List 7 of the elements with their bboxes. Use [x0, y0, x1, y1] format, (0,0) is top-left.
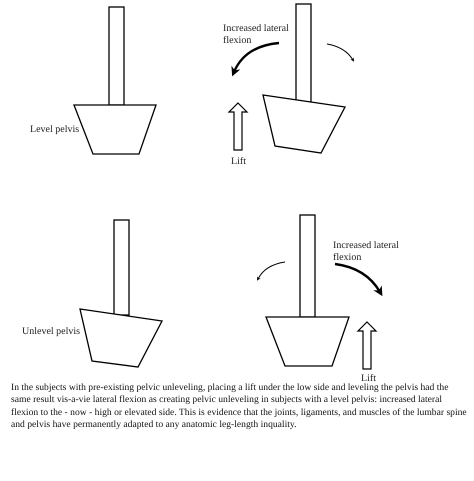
- annotation-label: Lift: [231, 156, 247, 168]
- caption-text: In the subjects with pre-existing pelvic unleveling, placing a lift under the low side and leveling the pelvis had the same result vis-a-vie lateral flexion as creating pelvic unleveling in subjects with a level pelvis: increased lateral flexion to the - now - high or elevated side. This is evidence that the joints, ligaments, and muscles of the lumbar spine and pelvis have permanently adapted to any anatomic leg-length inquality.: [11, 382, 468, 432]
- annotation-label: Level pelvis: [30, 124, 80, 136]
- annotation-label: Increased lateral flexion: [333, 240, 400, 264]
- annotation-label: Increased lateral flexion: [223, 23, 290, 47]
- annotation-label: Unlevel pelvis: [22, 326, 82, 338]
- annotation-label: Lift: [361, 373, 376, 384]
